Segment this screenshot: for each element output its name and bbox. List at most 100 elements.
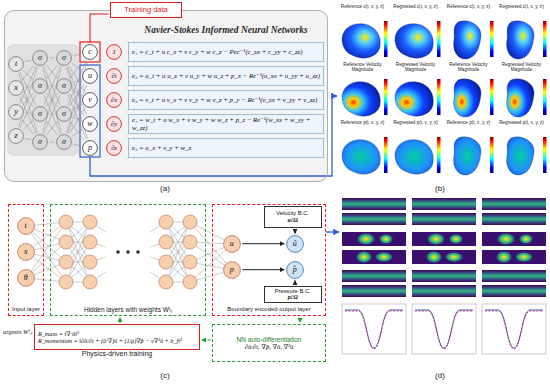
highlight-box bbox=[80, 42, 100, 62]
node-symbol: u bbox=[88, 71, 92, 80]
node-text: Training data bbox=[114, 6, 178, 15]
layer-box: Hidden layers with weights Wˡᵢⱼ bbox=[50, 204, 206, 316]
neuron-circle bbox=[57, 107, 72, 122]
input-node: y bbox=[8, 104, 24, 120]
connection-line bbox=[43, 67, 62, 133]
connection-line bbox=[90, 14, 109, 43]
loss-formula: R_mass = ‖∇·û‖² bbox=[38, 330, 196, 337]
plot-title: Reference c(t, x, y, z) bbox=[337, 4, 388, 9]
equation: e₂ = u_t + u u_x + v u_y + w u_z + p_x −… bbox=[132, 72, 320, 80]
equation-box: e₅ = u_x + v_y + w_z bbox=[128, 138, 324, 158]
node-symbol: σ bbox=[38, 81, 42, 90]
node-text: Hidden layers with weights Wˡᵢⱼ bbox=[51, 306, 205, 313]
plot-title: Regressed c(t, x, y, z) bbox=[496, 4, 547, 9]
output-node: w bbox=[82, 116, 98, 132]
flow-arrow bbox=[299, 318, 300, 323]
node-symbol: p bbox=[88, 143, 92, 152]
plot-title: Reference p(t, x, y, z) bbox=[337, 120, 388, 125]
output-neuron: û bbox=[286, 235, 304, 253]
objective-label: argmin Wˡᵢⱼ bbox=[2, 328, 33, 335]
neuron-circle bbox=[33, 51, 48, 66]
node-symbol: û bbox=[293, 239, 297, 248]
neuron-circle bbox=[17, 243, 34, 260]
node-symbol: σ bbox=[38, 53, 42, 62]
node-symbol: σ bbox=[62, 81, 66, 90]
neuron-circle bbox=[107, 45, 122, 60]
equation-box: e₁ = c_t + u c_x + v c_y + w c_z − Pec⁻¹… bbox=[128, 42, 324, 62]
node-symbol: t bbox=[25, 221, 27, 230]
operator-node: ∂t bbox=[106, 68, 122, 84]
layer-box: Input layertxθ bbox=[8, 204, 44, 316]
connection-line bbox=[25, 112, 30, 113]
layer-box: Boundary encoded output layer Velocity B.… bbox=[212, 204, 326, 316]
connection-line bbox=[25, 86, 30, 87]
flow-arrow bbox=[295, 281, 296, 285]
connection-line bbox=[73, 54, 80, 56]
connection-line bbox=[50, 58, 55, 59]
plot-title: Regressed Velocity Magnitude bbox=[390, 62, 441, 73]
operator-node: ∂x bbox=[106, 92, 122, 108]
neuron-circle bbox=[83, 93, 98, 108]
neuron-circle bbox=[17, 217, 34, 234]
neuron-circle bbox=[57, 79, 72, 94]
neuron-circle bbox=[223, 261, 240, 278]
connection-line bbox=[23, 120, 33, 129]
equation-box: e₄ = w_t + u w_x + v w_y + w w_z + p_z −… bbox=[128, 114, 324, 134]
panel-label: (c) bbox=[150, 371, 180, 380]
plot-title: Reference p(t, x, y, z) bbox=[443, 120, 494, 125]
node-text: ∂û/∂t, ∇p̂, ∇û, ∇²û bbox=[216, 343, 322, 350]
panel-ground bbox=[4, 10, 328, 182]
node-symbol: σ bbox=[62, 137, 66, 146]
connection-line bbox=[22, 65, 34, 80]
node-text: Velocity B.C. bbox=[268, 210, 318, 217]
autodiff-box: NN auto-differentiation∂û/∂t, ∇p̂, ∇û, ∇… bbox=[212, 324, 326, 362]
connection-line bbox=[43, 67, 62, 133]
connection-line bbox=[72, 129, 82, 136]
plot-title: Regressed c(t, x, y, z) bbox=[390, 4, 441, 9]
neuron-circle bbox=[286, 235, 303, 252]
neuron-circle bbox=[83, 45, 98, 60]
node-symbol: θ bbox=[24, 273, 28, 282]
node-symbol: σ bbox=[38, 109, 42, 118]
output-neuron: p̂ bbox=[286, 261, 304, 279]
node-text: Navier-Stokes Informed Neural Networks bbox=[129, 25, 323, 36]
flow-arrow bbox=[295, 229, 296, 233]
neuron-circle bbox=[9, 129, 24, 144]
input-node: x bbox=[8, 80, 24, 96]
node-text: p∂Ω bbox=[268, 294, 318, 301]
plot-title: Regressed Velocity Magnitude bbox=[496, 62, 547, 73]
boundary-condition-box: Velocity B.C.u∂Ω bbox=[264, 206, 322, 228]
input-node: z bbox=[8, 128, 24, 144]
connection-line bbox=[73, 79, 81, 82]
neuron-circle bbox=[9, 81, 24, 96]
panel-label: (a) bbox=[150, 184, 180, 193]
neuron-circle bbox=[33, 79, 48, 94]
neuron-circle bbox=[107, 141, 122, 156]
loss-box: R_mass = ‖∇·û‖²R_momentum = ‖∂û/∂t + (û·… bbox=[34, 324, 200, 350]
connection-line bbox=[70, 122, 84, 141]
node-symbol: z bbox=[14, 131, 17, 140]
connection-line bbox=[70, 60, 84, 79]
plot-title: Reference Velocity Magnitude bbox=[443, 62, 494, 73]
equation-box: e₃ = v_t + u v_x + v v_y + w v_z + p_y −… bbox=[128, 90, 324, 110]
connection-line bbox=[46, 121, 58, 135]
node-symbol: σ bbox=[38, 137, 42, 146]
node-text: Boundary encoded output layer bbox=[213, 306, 325, 313]
neuron-circle bbox=[57, 51, 72, 66]
output-node: c bbox=[82, 44, 98, 60]
neuron-circle bbox=[9, 57, 24, 72]
plot-title: Regressed p(t, x, y, z) bbox=[390, 120, 441, 125]
output-neuron: p bbox=[223, 261, 241, 279]
equation-box: e₂ = u_t + u u_x + v u_y + w u_z + p_x −… bbox=[128, 66, 324, 86]
neuron-circle bbox=[9, 105, 24, 120]
connection-line bbox=[50, 142, 55, 143]
flow-arrow bbox=[119, 318, 120, 323]
equation: e₃ = v_t + u v_x + v v_y + w v_z + p_y −… bbox=[132, 96, 320, 104]
connection-line bbox=[73, 117, 81, 120]
node-symbol: y bbox=[14, 107, 18, 116]
neuron-circle bbox=[57, 135, 72, 150]
node-text: NN auto-differentiation bbox=[216, 336, 322, 343]
flow-field-plots bbox=[342, 198, 546, 354]
neuron-circle bbox=[223, 235, 240, 252]
